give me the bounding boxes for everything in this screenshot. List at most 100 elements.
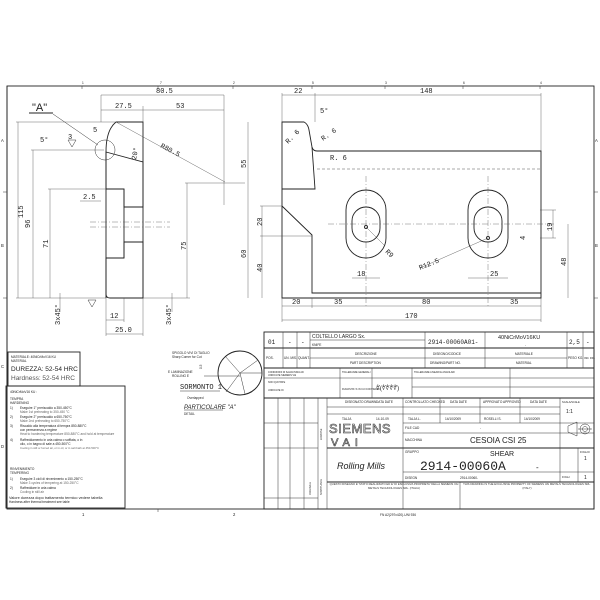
scale-label: SCALA/SCALE <box>562 400 580 404</box>
final-note: Valore durezza dopo trattamento termico … <box>9 496 103 500</box>
side-view: "A" 80.5 27.5 53 5 5° 3 R80.5 20° 2.5 11… <box>16 88 249 336</box>
note-welding: CONDIZIONI DI SALDATURA AD <box>268 371 304 374</box>
copyright-en: THIS DRAWING IS THE EXCLUSIVE PROPERTY O… <box>463 483 591 490</box>
rinv-heading-en: TEMPERING <box>10 471 29 475</box>
dim-surface-mark: 3 <box>68 134 72 142</box>
dim-lower: 60 <box>241 250 249 258</box>
checked-label: CONTROLLATO CHECKED <box>405 400 446 404</box>
dim-center: 75 <box>181 242 189 250</box>
replaces-label: SOSTITUISCE <box>320 479 323 495</box>
dim-offset: 53 <box>176 103 184 111</box>
division-label: Rolling Mills <box>337 461 386 471</box>
dim-slot-w2: 25 <box>490 271 498 279</box>
dim-step: 2.5 <box>83 194 96 202</box>
dim-total: 170 <box>405 313 418 321</box>
dim-height: 115 <box>18 205 26 218</box>
file-cad-value: - <box>480 426 481 430</box>
surface-finish-icon <box>67 139 77 148</box>
dim-radius-small: R9 <box>383 248 395 260</box>
detail-title: PARTICOLARE "A" <box>184 405 237 411</box>
zone-bottom-2: 2 <box>233 512 236 517</box>
original-label: ORIGINALE <box>309 482 312 495</box>
machine-label: MACCHINA <box>405 438 423 442</box>
zone-top-7: 7 <box>160 81 162 85</box>
dim-thickness: 25.0 <box>115 327 132 335</box>
drawing-number: 2914-00060A <box>420 459 506 474</box>
dim-length: 148 <box>420 88 433 96</box>
projection-symbol-icon <box>567 421 592 437</box>
issued-value: 2914-00060- <box>460 476 478 480</box>
approved-label: APPROVATO APPROVED <box>483 400 521 404</box>
material-label-en: MATERIAL <box>11 359 27 363</box>
step-text: Raffreddamento in aria calma o soffiata,… <box>20 438 83 442</box>
dim-blade-width: 27.5 <box>115 103 132 111</box>
siemens-logo: SIEMENS <box>329 421 391 436</box>
drawn-label: DISEGNATO DRAWN <box>345 400 377 404</box>
treatment-header: 40NiCrMoV16 KU : <box>10 390 37 394</box>
drawn-date-label: DATA DATE <box>376 400 393 404</box>
dim-slot: 12 <box>110 313 118 321</box>
rolling-label: E LAMINAZIONE <box>168 370 193 374</box>
approved-date-label: DATA DATE <box>530 400 547 404</box>
dim-r1: R. 6 <box>284 129 302 147</box>
revision: - <box>536 463 539 472</box>
checked-by: TALJA L. <box>408 417 421 421</box>
row-description: COLTELLO LARGO Sx. <box>312 334 365 340</box>
header-drawing-en: DRAWING/PART NO. <box>430 361 461 365</box>
step-number: 2) <box>10 486 13 490</box>
header-un: UN. MIS. <box>284 356 297 360</box>
rinv-heading: RINVENIMENTO <box>10 467 35 471</box>
dim-chamfer-h: 20 <box>257 218 265 226</box>
step-number: 3) <box>10 424 13 428</box>
group-value: SHEAR <box>490 451 514 458</box>
vai-logo: VAI <box>331 437 363 449</box>
dim-angle: 5° <box>320 107 328 116</box>
header-drawing: DISEGNO/CODICE <box>433 352 461 356</box>
file-cad-label: FILE CAD <box>405 426 420 430</box>
step-text: con permanenza a regime <box>20 428 57 432</box>
overlap-label-en: Overlapped <box>187 396 204 400</box>
sharp-corner-label: SPIGOLO VIVI DI TAGLIO <box>172 351 210 355</box>
hardness-en: Hardness: 52-54 HRC <box>11 375 75 382</box>
zone-side-c: C <box>1 364 4 369</box>
checked-date: 14/10/2009 <box>445 417 461 421</box>
dim-slot-h: 19 <box>547 223 555 231</box>
header-description: DESCRIZIONE <box>355 352 377 356</box>
final-note-en: Hardness after thermal treatment see tab… <box>9 500 70 504</box>
dim-r3: R. 6 <box>330 155 347 163</box>
dim-overall-width: 80.5 <box>156 88 173 96</box>
dim-radius: R80.5 <box>159 143 181 160</box>
scale-value: 1:1 <box>566 409 573 415</box>
drawn-date: 14-10-09 <box>376 417 389 421</box>
dim-slot-center: 48 <box>561 258 569 266</box>
dim-height2: 96 <box>25 220 33 228</box>
tempra-heading: TEMPRA <box>10 397 24 401</box>
zone-side-a: A <box>1 138 4 143</box>
approved-date: 14/10/2009 <box>524 417 540 421</box>
note-not-quoted: NON QUOTATE <box>268 381 286 384</box>
hardness-it: DUREZZA: 52-54 HRC <box>11 366 78 373</box>
zone-side-a-right: A <box>595 138 598 143</box>
note-linear-tolerances: TOLLERANZE LINEARI E ANGOLARI <box>414 371 455 374</box>
header-material: MATERIALE <box>515 352 533 356</box>
zone-top-5: 5 <box>312 81 314 85</box>
step-number: 1) <box>10 406 13 410</box>
dim-radius-big: R12.5 <box>418 257 440 272</box>
zone-side-d: D <box>1 444 4 449</box>
row-pos: 01 <box>268 339 276 346</box>
dim-pocket: 71 <box>43 240 51 248</box>
step-text: Raffreddare in aria calma <box>20 486 56 490</box>
zone-side-b-right: B <box>595 243 598 248</box>
issued-label: DISEGN <box>405 476 418 480</box>
header-pos: POS. <box>266 356 274 360</box>
step-number: 1) <box>10 477 13 481</box>
row-un: - <box>288 339 292 346</box>
zone-top-2: 2 <box>233 81 235 85</box>
step-text-en: Cooling in still air <box>20 490 45 494</box>
surface-finish-icon <box>87 299 97 308</box>
section-label: "A" <box>32 102 47 114</box>
dim-lower-h: 40 <box>257 264 265 272</box>
approved-by: ROSELLI S. <box>484 417 501 421</box>
note-tolerances: TOLLERANZE GENERALI <box>342 371 371 374</box>
step-text: Eseguire 1° preriscaldo a 350-450°C <box>20 406 73 410</box>
